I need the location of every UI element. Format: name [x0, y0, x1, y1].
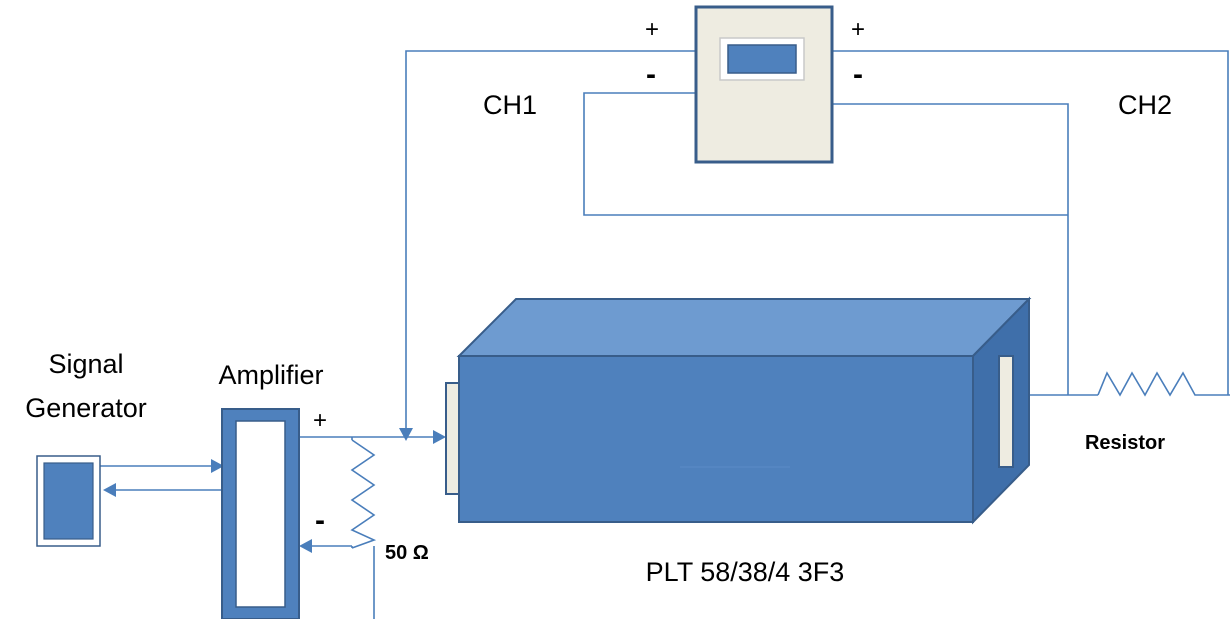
- signal-generator-label-line1: Signal: [48, 349, 123, 379]
- series-resistor-zigzag: [1097, 371, 1205, 397]
- scope-ch2-minus-sign: -: [853, 58, 863, 91]
- load-resistor-zigzag: [350, 439, 377, 549]
- oscilloscope: [694, 5, 834, 164]
- wire-amp-plus-arrowhead: [433, 430, 446, 444]
- transducer-right-electrode: [998, 355, 1014, 468]
- amplifier-minus-sign: -: [315, 504, 325, 537]
- transducer: [445, 296, 1032, 525]
- scope-ch1-plus-sign: +: [645, 16, 659, 43]
- ch1-label: CH1: [483, 90, 537, 120]
- wires: [100, 50, 1230, 619]
- wire-gen-to-amp-arrowhead: [211, 459, 224, 473]
- signal-generator-screen: [43, 462, 94, 540]
- amplifier-label: Amplifier: [218, 360, 323, 390]
- wire-ch1-minus: [583, 92, 1068, 216]
- oscilloscope-display: [727, 44, 797, 74]
- oscilloscope-body: [694, 5, 834, 164]
- amplifier: [221, 408, 300, 619]
- signal-generator: [36, 455, 101, 547]
- transducer-front-face: [458, 355, 974, 523]
- amplifier-panel: [235, 420, 286, 608]
- scope-ch2-plus-sign: +: [851, 16, 865, 43]
- signal-generator-label-line2: Generator: [25, 393, 147, 423]
- load-resistor-label: 50 Ω: [385, 542, 429, 564]
- wire-amp-to-gen-arrowhead: [103, 483, 116, 497]
- transducer-top-face: [456, 298, 1032, 357]
- wire-ch2-plus: [832, 50, 1229, 395]
- series-resistor-label: Resistor: [1085, 432, 1165, 454]
- scope-ch1-minus-sign: -: [646, 58, 656, 91]
- wire-ch1-plus: [405, 50, 696, 437]
- amplifier-plus-sign: +: [313, 407, 327, 434]
- wire-amp-minus-arrowhead: [299, 539, 312, 553]
- transducer-left-electrode: [445, 382, 460, 495]
- wire-ch2-minus: [832, 103, 1069, 395]
- transducer-label: PLT 58/38/4 3F3: [646, 557, 845, 587]
- ch2-label: CH2: [1118, 90, 1172, 120]
- wire-ch1-plus-arrowhead: [399, 428, 413, 441]
